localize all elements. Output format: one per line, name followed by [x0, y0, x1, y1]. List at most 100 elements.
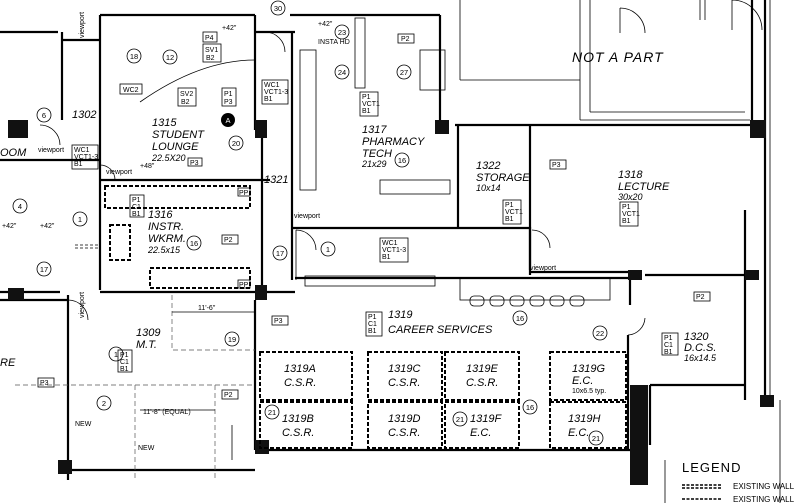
dim-top: 11'-6" — [198, 305, 216, 312]
svg-text:23: 23 — [338, 28, 346, 37]
viewport-label-c: viewport — [106, 169, 132, 176]
tag-b1-pharm: B1 — [362, 108, 371, 115]
tag-b1-storage: B1 — [505, 216, 514, 223]
legend: LEGEND EXISTING WALL EXISTING WALL — [664, 460, 795, 503]
svg-text:16: 16 — [516, 314, 524, 323]
tag-p1-mt: P1 — [120, 352, 129, 359]
sub-room-1319a-name: 1319A — [284, 363, 316, 375]
keynote-6: 6 — [36, 107, 52, 123]
sub-room-1319e-label: C.S.R. — [466, 377, 498, 389]
tag-c1-dcs: C1 — [664, 342, 673, 349]
tag-pp-b: PP — [239, 282, 249, 289]
viewport-label-f: viewport — [79, 292, 86, 318]
room-1318-area: 30x20 — [618, 192, 643, 202]
sub-room-1319f-label: E.C. — [470, 427, 491, 439]
keynote-1a: 1 — [72, 211, 88, 227]
room-1309-line2: M.T. — [136, 339, 157, 351]
tag-p1-lounge: P1 — [224, 91, 233, 98]
tag-c1-wkrm: C1 — [132, 204, 141, 211]
room-1322-area: 10x14 — [476, 183, 501, 193]
tag-p2-mt: P2 — [224, 392, 233, 399]
north-arrow-a: A — [221, 113, 235, 127]
tag-p3-lounge: P3 — [224, 99, 233, 106]
tag-c1-career: C1 — [368, 321, 377, 328]
keynotes: 30 23 24 27 18 12 6 20 16 16 17 17 1 1 1… — [12, 0, 608, 446]
sub-room-1319c-name: 1319C — [388, 363, 420, 375]
sub-room-1319f-name: 1319F — [470, 413, 502, 425]
tag-wc1-c: WC1 — [382, 240, 398, 247]
tag-p1-pharm: P1 — [362, 94, 371, 101]
svg-text:19: 19 — [228, 335, 236, 344]
tag-b1-a: B1 — [264, 96, 273, 103]
keynote-19: 19 — [224, 331, 240, 347]
new-label-b: NEW — [138, 445, 155, 452]
tag-b1-career: B1 — [368, 328, 377, 335]
sub-room-1319h-label: E.C. — [568, 427, 589, 439]
tag-p2-dcs: P2 — [696, 294, 705, 301]
fragment-re: RE — [0, 357, 16, 369]
sub-room-1319b-name: 1319B — [282, 413, 314, 425]
tag-p2-wkrm: P2 — [224, 237, 233, 244]
room-1315-line2: STUDENT — [152, 129, 205, 141]
sub-room-1319g-name: 1319G — [572, 363, 605, 375]
sub-room-1319g-extra: 10x6.5 typ. — [572, 388, 606, 395]
plus48-a: +48" — [140, 163, 155, 170]
svg-text:24: 24 — [338, 68, 346, 77]
room-1317-line2: PHARMACY — [362, 136, 425, 148]
room-1322-number: 1322 — [476, 160, 500, 172]
keynote-16d: 16 — [522, 399, 538, 415]
svg-text:4: 4 — [18, 202, 22, 211]
svg-text:16: 16 — [190, 239, 198, 248]
keynote-1c: 1 — [108, 346, 124, 362]
keynote-12: 12 — [162, 49, 178, 65]
tag-b2-top: B2 — [206, 55, 215, 62]
sub-room-1319c-label: C.S.R. — [388, 377, 420, 389]
tag-p3-career: P3 — [274, 318, 283, 325]
room-1319-line2: CAREER SERVICES — [388, 324, 493, 336]
room-1318-number: 1318 — [618, 169, 643, 181]
svg-text:12: 12 — [166, 53, 174, 62]
tag-wc1-b: WC1 — [74, 147, 90, 154]
dim-equal: 11'-8" (EQUAL) — [143, 409, 191, 416]
keynote-23: 23 — [334, 24, 350, 40]
tag-vct1-pharm: VCT1 — [362, 101, 380, 108]
tag-b1-wkrm: B1 — [132, 211, 141, 218]
viewport-label-e: viewport — [530, 265, 556, 272]
room-1316-line2: INSTR. — [148, 221, 184, 233]
svg-text:21: 21 — [592, 434, 600, 443]
legend-item-2: EXISTING WALL — [733, 495, 795, 503]
room-1302-number: 1302 — [72, 109, 96, 121]
tag-p1-storage: P1 — [505, 202, 514, 209]
tag-p1-lecture: P1 — [622, 204, 631, 211]
keynote-21a: 21 — [264, 404, 280, 420]
keynote-30: 30 — [270, 0, 286, 16]
room-1320-number: 1320 — [684, 331, 709, 343]
legend-item-1: EXISTING WALL — [733, 482, 795, 491]
sub-room-1319h-name: 1319H — [568, 413, 600, 425]
sub-room-1319b-label: C.S.R. — [282, 427, 314, 439]
tag-b1-mt: B1 — [120, 366, 129, 373]
annotations: viewport viewport viewport viewport view… — [2, 12, 556, 452]
keynote-27: 27 — [396, 64, 412, 80]
tag-p3-b: P3 — [190, 160, 199, 167]
svg-text:1: 1 — [78, 215, 82, 224]
sub-room-1319g-label: E.C. — [572, 375, 593, 387]
viewport-label-b: viewport — [38, 147, 64, 154]
svg-text:21: 21 — [456, 415, 464, 424]
sub-room-outlines — [104, 185, 627, 449]
plus42-d: +42" — [40, 223, 55, 230]
tag-wc2: WC2 — [123, 87, 139, 94]
plus42-a: +42" — [222, 25, 237, 32]
tag-vct1-lecture: VCT1 — [622, 211, 640, 218]
room-1318-line2: LECTURE — [618, 181, 670, 193]
room-1320-line2: D.C.S. — [684, 342, 716, 354]
svg-text:6: 6 — [42, 111, 46, 120]
viewport-label-a: viewport — [79, 12, 86, 38]
keynote-21c: 21 — [588, 430, 604, 446]
keynote-18: 18 — [126, 48, 142, 64]
svg-text:2: 2 — [102, 399, 106, 408]
room-1320-area: 16x14.5 — [684, 353, 717, 363]
room-1317-line3: TECH — [362, 148, 392, 160]
tag-vct13-c: VCT1-3 — [382, 247, 406, 254]
